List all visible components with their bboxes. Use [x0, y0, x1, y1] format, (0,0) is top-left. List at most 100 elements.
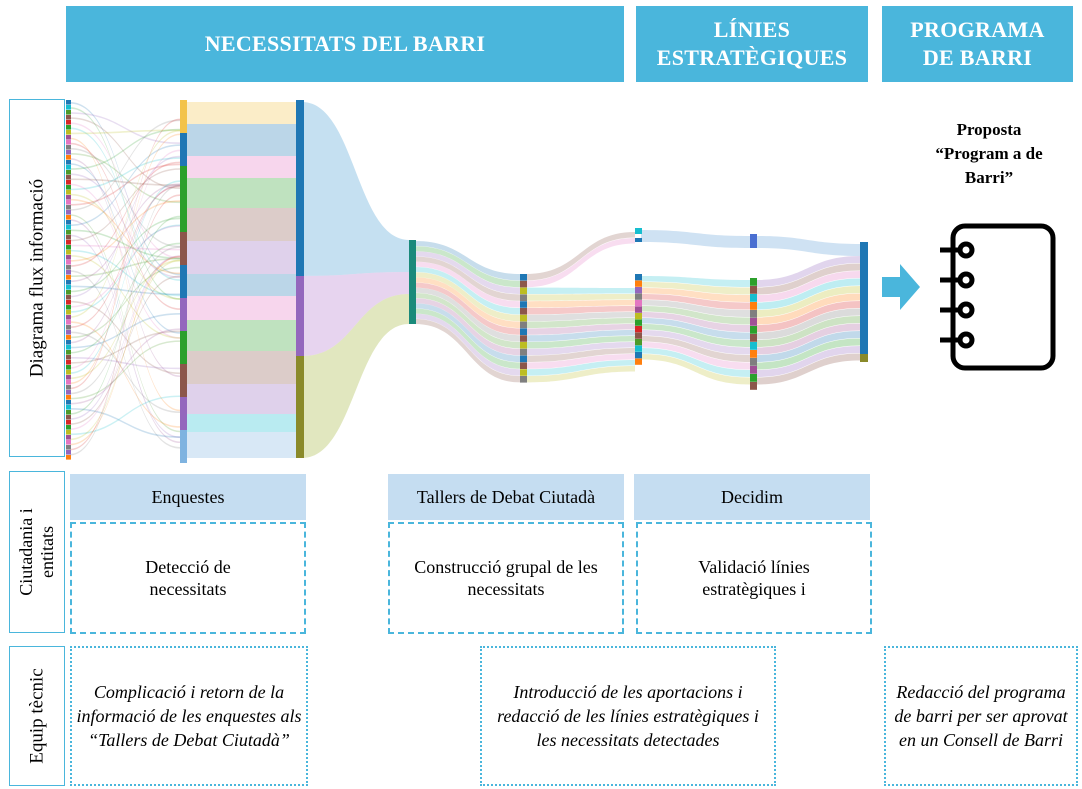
flow-band	[70, 180, 180, 374]
flow-node	[66, 410, 71, 415]
flow-node	[66, 275, 71, 280]
flow-node	[520, 274, 527, 281]
flow-node	[66, 385, 71, 390]
flow-node	[520, 348, 527, 356]
flow-node	[750, 234, 757, 248]
flow-band	[302, 102, 409, 276]
flow-node	[750, 366, 757, 374]
flow-band	[526, 306, 635, 315]
flow-node	[520, 280, 527, 288]
flow-node	[66, 340, 71, 345]
flow-node	[66, 175, 71, 180]
flow-band	[70, 224, 180, 313]
flow-band	[70, 215, 180, 415]
flow-band	[415, 282, 520, 335]
flow-node	[66, 225, 71, 230]
flow-node	[635, 274, 642, 281]
flow-band	[70, 183, 180, 283]
flow-node	[66, 135, 71, 140]
flow-band	[70, 161, 180, 267]
flow-band	[756, 346, 860, 377]
flow-band	[70, 128, 180, 170]
flow-band	[415, 298, 520, 356]
tech-task-redaccio-text: Redacció del programa de barri per ser a…	[894, 682, 1068, 750]
flow-band	[186, 124, 296, 156]
flow-band	[641, 230, 750, 248]
flow-band	[641, 336, 750, 362]
flow-node	[66, 220, 71, 225]
flow-band	[70, 149, 180, 369]
flow-band	[70, 112, 180, 145]
row-label-tech: Equip tècnic	[9, 646, 65, 786]
row-label-flow-text: Diagrama flux informació	[26, 178, 48, 378]
header-programa: PROGRAMA DE BARRI	[882, 6, 1073, 82]
flow-band	[526, 232, 635, 281]
flow-node	[750, 278, 757, 286]
flow-band	[70, 200, 180, 262]
flow-band	[186, 241, 296, 274]
flow-band	[70, 117, 180, 189]
flow-node	[66, 155, 71, 160]
flow-band	[70, 255, 180, 420]
flow-node	[66, 265, 71, 270]
flow-band	[70, 198, 180, 275]
flow-node	[66, 320, 71, 325]
flow-node	[66, 420, 71, 425]
flow-band	[70, 340, 180, 400]
flow-band	[415, 246, 520, 288]
flow-band	[526, 360, 635, 376]
flow-node	[66, 170, 71, 175]
flow-band	[70, 229, 180, 260]
flow-band	[756, 256, 860, 287]
flow-band	[70, 217, 180, 293]
flow-node	[860, 242, 868, 354]
flow-band	[70, 255, 180, 446]
flow-band	[756, 271, 860, 302]
flow-band	[526, 287, 635, 294]
flow-band	[641, 318, 750, 340]
flow-node	[635, 300, 642, 307]
flow-band	[186, 320, 296, 351]
flow-band	[70, 127, 180, 281]
flow-node	[66, 195, 71, 200]
flow-band	[70, 129, 180, 135]
flow-band	[756, 263, 860, 295]
flow-node	[66, 400, 71, 405]
header-linies: LÍNIES ESTRATÈGIQUES	[636, 6, 868, 82]
flow-band	[756, 286, 860, 317]
flow-node	[520, 335, 527, 342]
flow-node	[66, 130, 71, 135]
activity-validacio-text: Validació línies estratègiques i	[698, 557, 810, 599]
flow-node	[180, 265, 187, 298]
flow-node	[520, 301, 527, 308]
flow-band	[70, 214, 180, 433]
flow-node	[180, 133, 187, 166]
flow-band	[415, 241, 520, 281]
flow-band	[641, 354, 750, 385]
flow-node	[66, 160, 71, 165]
flow-band	[70, 155, 180, 298]
flow-band	[70, 259, 180, 379]
flow-band	[186, 432, 296, 458]
flow-band	[70, 118, 180, 390]
flow-node	[66, 115, 71, 120]
flow-node	[66, 425, 71, 430]
flow-band	[70, 183, 180, 339]
flow-node	[66, 270, 71, 275]
flow-band	[186, 296, 296, 320]
flow-band	[70, 142, 180, 310]
activity-construccio: Construcció grupal de les necessitats	[388, 522, 624, 634]
flow-node	[409, 240, 416, 324]
flow-band	[70, 193, 180, 300]
flow-node	[635, 339, 642, 346]
flow-node	[66, 295, 71, 300]
flow-band	[70, 395, 180, 436]
flow-node	[66, 100, 71, 105]
flow-band	[415, 256, 520, 301]
flow-band	[70, 246, 180, 395]
flow-band	[70, 275, 180, 425]
flow-band	[415, 267, 520, 315]
flow-band	[70, 331, 180, 414]
flow-band	[756, 353, 860, 385]
flow-band	[70, 137, 180, 412]
